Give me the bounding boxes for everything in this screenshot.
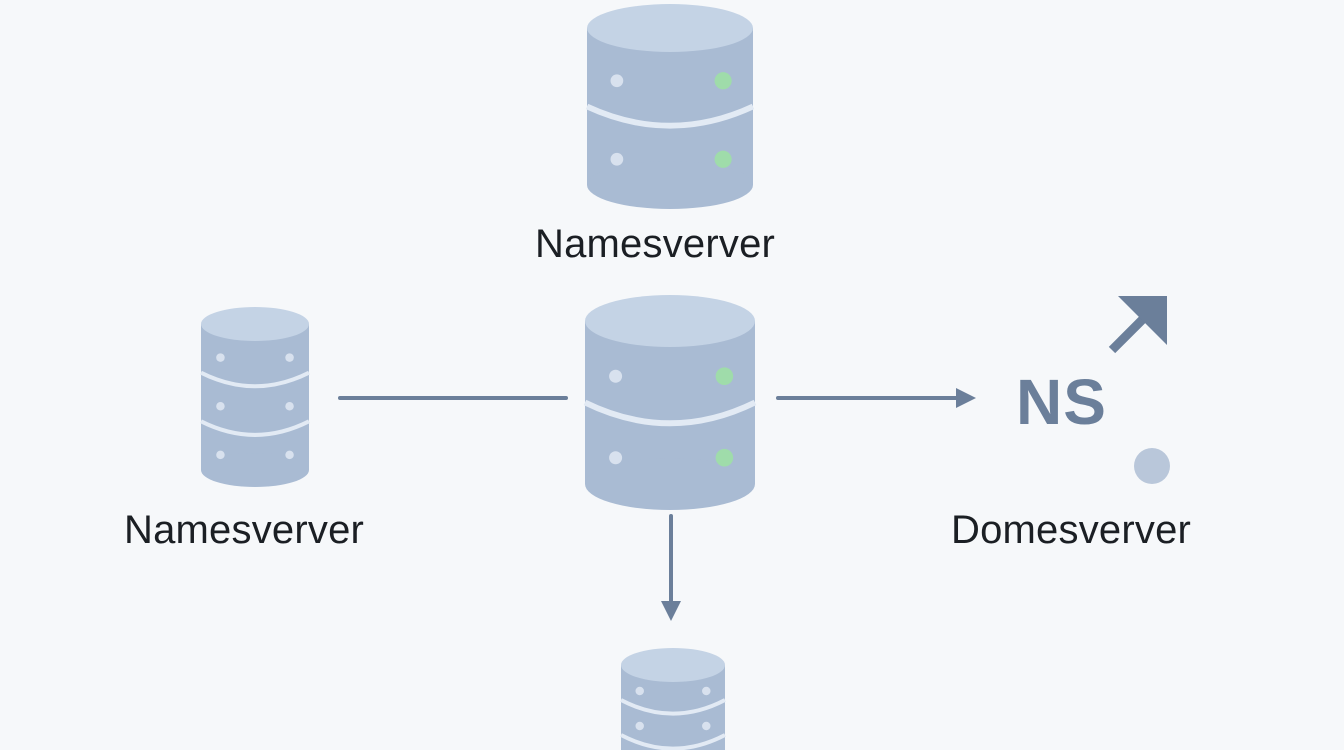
indicator-light-icon xyxy=(216,353,225,362)
indicator-light-icon xyxy=(609,451,623,465)
center-nameserver-icon xyxy=(583,295,757,510)
indicator-light-icon xyxy=(714,150,732,168)
top-nameserver-icon xyxy=(585,4,755,209)
indicator-light-icon xyxy=(610,74,624,88)
indicator-light-icon xyxy=(635,686,644,696)
indicator-light-icon xyxy=(702,721,711,731)
indicator-light-icon xyxy=(715,448,734,467)
indicator-light-icon xyxy=(216,401,225,411)
top-nameserver-label: Namesverver xyxy=(535,222,776,266)
indicator-light-icon xyxy=(715,367,734,386)
indicator-light-icon xyxy=(610,152,624,166)
indicator-light-icon xyxy=(609,369,623,383)
domain-server-label: Domesverver xyxy=(951,508,1192,552)
indicator-light-icon xyxy=(285,353,294,362)
left-nameserver-label: Namesverver xyxy=(124,508,365,552)
indicator-light-icon xyxy=(702,686,711,696)
indicator-light-icon xyxy=(714,72,732,90)
indicator-light-icon xyxy=(285,401,294,411)
status-dot-icon xyxy=(1134,448,1170,484)
bottom-nameserver-icon xyxy=(620,648,726,750)
arrow-up-right-icon xyxy=(1108,296,1167,354)
indicator-light-icon xyxy=(216,450,225,460)
ns-record-badge: NS xyxy=(1016,366,1107,438)
left-nameserver-icon xyxy=(200,307,310,487)
indicator-light-icon xyxy=(635,721,644,731)
indicator-light-icon xyxy=(285,450,294,460)
